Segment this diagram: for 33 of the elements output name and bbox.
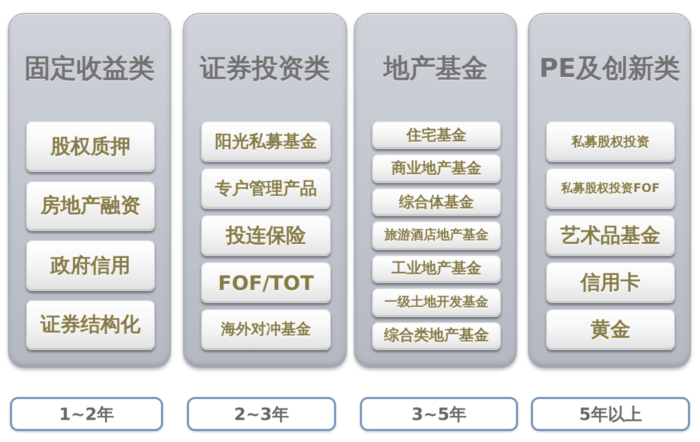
product-card: 旅游酒店地产基金: [372, 221, 501, 250]
product-card: 阳光私募基金: [201, 121, 331, 162]
product-card: 股权质押: [26, 121, 155, 172]
product-card: 房地产融资: [26, 180, 155, 231]
holding-period-card: 2~3年: [187, 397, 336, 431]
product-card: 信用卡: [546, 262, 675, 303]
product-card: 私募股权投资FOF: [546, 168, 675, 209]
category-panel: [183, 13, 347, 368]
product-card: 证券结构化: [26, 300, 155, 350]
product-card: 政府信用: [26, 240, 155, 290]
product-card: 一级土地开发基金: [372, 288, 501, 317]
product-card: 综合类地产基金: [372, 322, 501, 350]
product-card: 商业地产基金: [372, 154, 501, 183]
category-panel: [354, 13, 517, 368]
product-card: 投连保险: [201, 215, 331, 256]
holding-period-card: 5年以上: [531, 397, 690, 431]
product-card: 黄金: [546, 309, 675, 350]
product-card: 住宅基金: [372, 121, 501, 150]
holding-period-card: 1~2年: [10, 397, 163, 431]
category-heading: 地产基金: [384, 53, 488, 85]
product-card: 私募股权投资: [546, 121, 675, 162]
product-card: 专户管理产品: [201, 168, 331, 209]
holding-period-card: 3~5年: [360, 397, 518, 431]
category-panel: [8, 13, 171, 368]
category-heading: 证券投资类: [200, 53, 330, 85]
product-card: 海外对冲基金: [201, 309, 331, 350]
product-card: 工业地产基金: [372, 254, 501, 284]
product-card: 艺术品基金: [546, 215, 675, 256]
product-card: 综合体基金: [372, 188, 501, 216]
product-card: FOF/TOT: [201, 262, 331, 303]
category-heading: 固定收益类: [24, 53, 154, 85]
category-heading: PE及创新类: [539, 53, 680, 85]
category-panel: [528, 13, 691, 368]
